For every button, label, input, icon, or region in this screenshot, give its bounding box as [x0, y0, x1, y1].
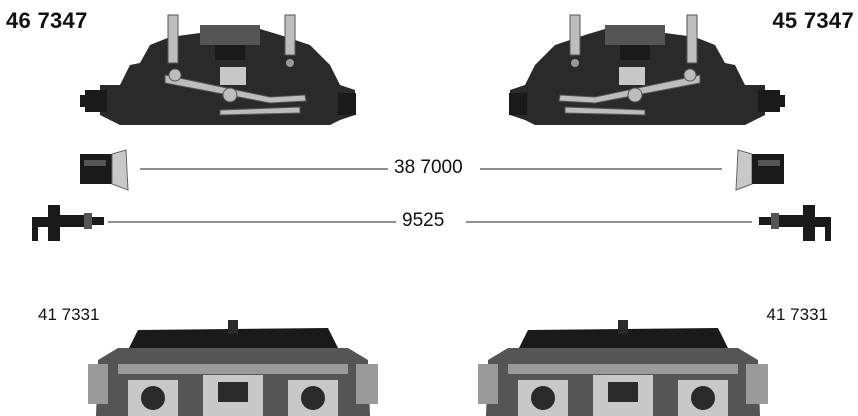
bogie-right [478, 320, 768, 416]
part-number-spring: 38 7000 [388, 157, 469, 179]
part-number-coupler: 9525 [396, 210, 451, 232]
part-number-top-left: 46 7347 [6, 8, 88, 33]
coupler-housing-left [80, 14, 356, 125]
coupler-left [32, 205, 104, 241]
part-number-bogie-right: 41 7331 [766, 305, 828, 324]
leader-line-spring [140, 168, 722, 170]
coupler-right [759, 205, 831, 241]
spring-piece-right [735, 149, 784, 191]
part-number-top-right: 45 7347 [772, 8, 854, 33]
bogie-left [88, 320, 378, 416]
spring-piece-left [80, 149, 129, 191]
leader-line-coupler [108, 221, 752, 223]
part-number-bogie-left: 41 7331 [38, 305, 100, 324]
coupler-housing-right [509, 14, 785, 125]
